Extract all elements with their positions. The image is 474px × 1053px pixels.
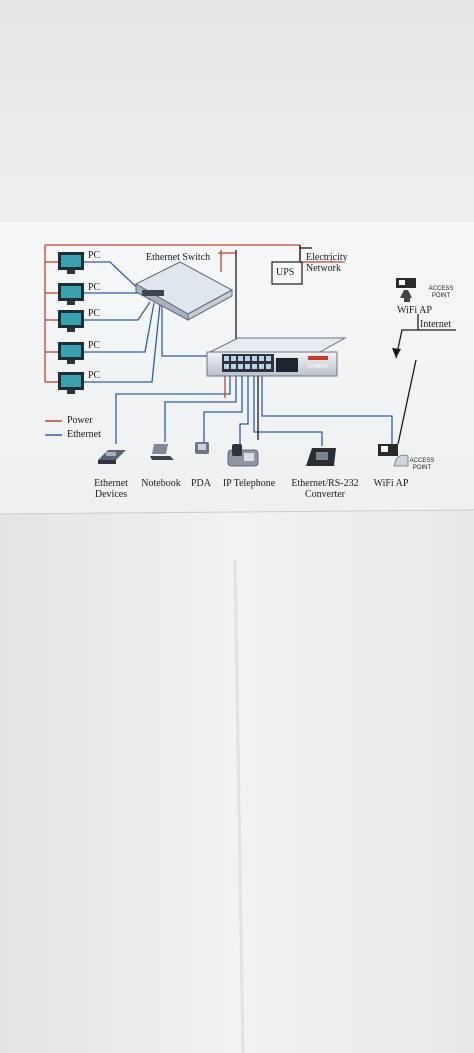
wifi-ap-top-icon — [396, 278, 416, 302]
access-point-text-bottom-2: POINT — [412, 465, 432, 471]
pc-icon — [58, 342, 84, 364]
rs232-converter-icon — [306, 448, 336, 466]
device-label: IP Telephone — [222, 478, 276, 489]
pc-label: PC — [88, 308, 101, 319]
switch-title: Ethernet Switch — [146, 252, 211, 263]
wifi-ap-bottom-icon — [378, 444, 409, 467]
pc-label: PC — [88, 370, 101, 381]
ip-telephone-icon — [227, 444, 259, 467]
paper-fold — [233, 559, 245, 1053]
internet-link — [395, 314, 456, 445]
device-label: PDA — [190, 478, 211, 489]
internet-label: Internet — [420, 319, 452, 330]
pc-icon — [58, 252, 84, 274]
ethernet-switch-unit — [134, 261, 234, 321]
compex-brand: COMPEX — [307, 364, 329, 370]
pc-label: PC — [88, 340, 101, 351]
pc-monitors — [58, 252, 84, 394]
pc-icon — [58, 372, 84, 394]
wifi-ap-top-label: WiFi AP — [397, 305, 432, 316]
electricity-label: Electricity — [306, 252, 348, 263]
legend-power-label: Power — [67, 415, 93, 426]
pc-icon — [58, 283, 84, 305]
pc-icon — [58, 310, 84, 332]
blank-lower-sheet — [0, 510, 474, 1053]
pc-label: PC — [88, 282, 101, 293]
access-point-text-top-2: POINT — [431, 293, 451, 299]
network-label: Network — [306, 263, 341, 274]
access-point-text-bottom: ACCESS — [409, 458, 435, 464]
power-lines — [44, 244, 343, 383]
pc-label: PC — [88, 250, 101, 261]
arrow-head — [392, 348, 401, 358]
device-label: Notebook — [141, 478, 181, 489]
notebook-icon — [150, 444, 174, 460]
ups-box — [271, 261, 303, 285]
black-power-lines — [235, 245, 312, 346]
access-point-text-top: ACCESS — [428, 286, 454, 292]
compex-logo-mark — [308, 356, 328, 360]
ethernet-device-icon — [98, 450, 126, 464]
ups-label: UPS — [276, 267, 295, 278]
pda-icon — [195, 442, 209, 454]
compex-switch — [206, 337, 347, 377]
device-label: WiFi AP — [373, 478, 409, 489]
legend-ethernet-label: Ethernet — [67, 429, 101, 440]
ethernet-lines — [84, 261, 393, 446]
